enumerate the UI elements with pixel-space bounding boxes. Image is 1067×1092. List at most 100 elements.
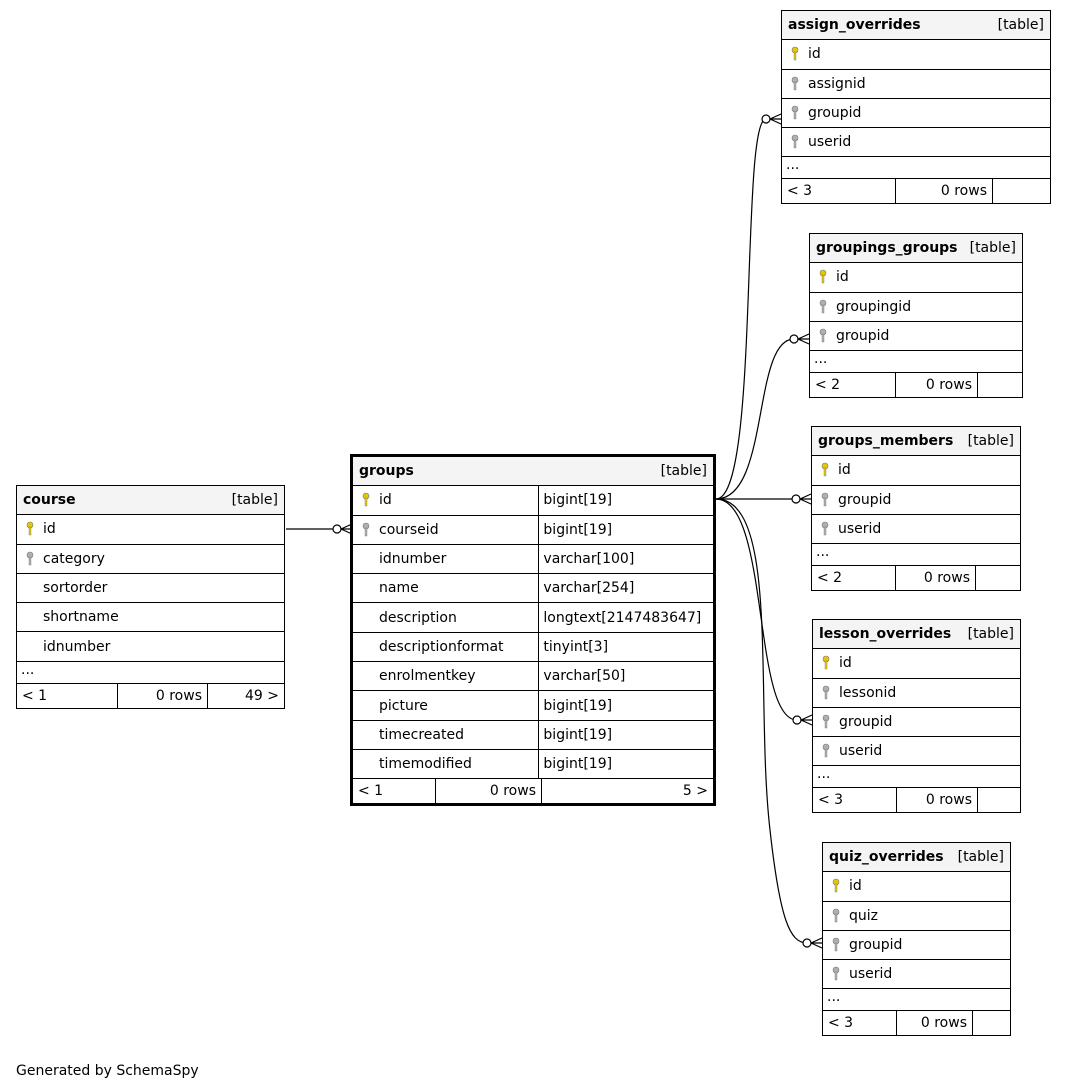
column-name-cell: picture: [353, 691, 538, 719]
column-row[interactable]: groupid: [812, 486, 1020, 515]
children-count[interactable]: [992, 179, 1050, 204]
column-name: descriptionformat: [379, 638, 504, 655]
column-name-cell: userid: [823, 960, 1006, 988]
parents-count[interactable]: < 1: [22, 687, 48, 704]
edge-groups-assign_overrides: [715, 118, 767, 500]
table-header: groups_members [table]: [812, 427, 1020, 457]
children-count[interactable]: [977, 788, 1020, 813]
column-type: longtext[2147483647]: [543, 609, 702, 626]
column-row[interactable]: id: [813, 649, 1020, 679]
table-header: assign_overrides [table]: [782, 11, 1050, 41]
column-row[interactable]: lessonid: [813, 679, 1020, 708]
column-name-cell: enrolmentkey: [353, 662, 538, 690]
column-row[interactable]: userid: [812, 515, 1020, 545]
column-type: bigint[19]: [543, 521, 613, 538]
children-count[interactable]: 5 >: [541, 779, 713, 804]
table-type-tag: [table]: [997, 17, 1044, 34]
children-count[interactable]: [977, 373, 1022, 398]
edge-groups-quiz_overrides: [715, 498, 808, 944]
parents-count[interactable]: < 2: [815, 377, 841, 394]
parents-count[interactable]: < 3: [828, 1015, 854, 1032]
table-assign_overrides[interactable]: assign_overrides [table] id assignid group…: [781, 10, 1051, 205]
column-row[interactable]: courseid bigint[19]: [353, 515, 713, 545]
column-row[interactable]: groupid: [782, 99, 1050, 129]
row-count: 0 rows: [895, 566, 975, 591]
column-row[interactable]: userid: [782, 128, 1050, 158]
table-type-tag: [table]: [957, 849, 1004, 866]
more-columns-ellipsis: ...: [782, 157, 1050, 180]
column-row[interactable]: id: [810, 263, 1022, 293]
table-type-tag: [table]: [660, 463, 707, 480]
primary-key-icon: [357, 492, 375, 508]
column-name: groupid: [808, 105, 862, 122]
column-row[interactable]: groupid: [813, 708, 1020, 738]
column-name: groupid: [838, 491, 892, 508]
parents-count[interactable]: < 3: [818, 792, 844, 809]
column-name-cell: category: [17, 545, 279, 573]
column-row[interactable]: id: [812, 456, 1020, 486]
table-header: groups [table]: [353, 457, 713, 487]
column-name-cell: description: [353, 603, 538, 631]
column-row[interactable]: quiz: [823, 902, 1010, 931]
column-row[interactable]: id: [17, 515, 284, 545]
column-name: groupingid: [836, 298, 912, 315]
more-columns-ellipsis: ...: [17, 662, 284, 684]
more-columns-ellipsis: ...: [823, 989, 1010, 1012]
column-row[interactable]: assignid: [782, 70, 1050, 99]
column-type-cell: bigint[19]: [538, 749, 713, 779]
children-count[interactable]: [972, 1011, 1010, 1036]
parents-count[interactable]: < 1: [358, 783, 384, 800]
column-type: varchar[254]: [543, 580, 635, 597]
column-row[interactable]: description longtext[2147483647]: [353, 603, 713, 633]
foreign-key-icon: [827, 937, 845, 953]
children-count[interactable]: 49 >: [207, 683, 284, 708]
column-name: id: [808, 46, 821, 63]
column-name: userid: [849, 966, 893, 983]
column-type-cell: varchar[254]: [538, 574, 713, 603]
column-name-cell: id: [782, 40, 1046, 68]
primary-key-icon: [786, 46, 804, 62]
column-name: userid: [838, 521, 882, 538]
edge-groups-lesson_overrides: [715, 498, 798, 721]
column-row[interactable]: groupid: [823, 931, 1010, 961]
table-name: assign_overrides: [788, 17, 921, 34]
parents-count[interactable]: < 2: [817, 570, 843, 587]
column-row[interactable]: idnumber: [17, 632, 284, 662]
column-row[interactable]: id: [782, 40, 1050, 70]
column-row[interactable]: userid: [823, 960, 1010, 990]
column-row[interactable]: groupid: [810, 322, 1022, 352]
column-type-cell: bigint[19]: [538, 720, 713, 749]
column-row[interactable]: userid: [813, 737, 1020, 767]
children-count[interactable]: [975, 566, 1020, 591]
column-name-cell: assignid: [782, 70, 1046, 98]
column-row[interactable]: shortname: [17, 603, 284, 633]
column-row[interactable]: groupingid: [810, 293, 1022, 322]
parents-count[interactable]: < 3: [787, 183, 813, 200]
column-row[interactable]: category: [17, 545, 284, 574]
foreign-key-icon: [817, 743, 835, 759]
column-name-cell: id: [353, 486, 538, 514]
table-name: groupings_groups: [816, 240, 958, 257]
column-row[interactable]: sortorder: [17, 574, 284, 604]
row-count: 0 rows: [895, 373, 977, 398]
column-name-cell: groupid: [812, 486, 1016, 514]
foreign-key-icon: [21, 551, 39, 567]
column-row[interactable]: id: [823, 872, 1010, 902]
column-name: courseid: [379, 521, 439, 538]
